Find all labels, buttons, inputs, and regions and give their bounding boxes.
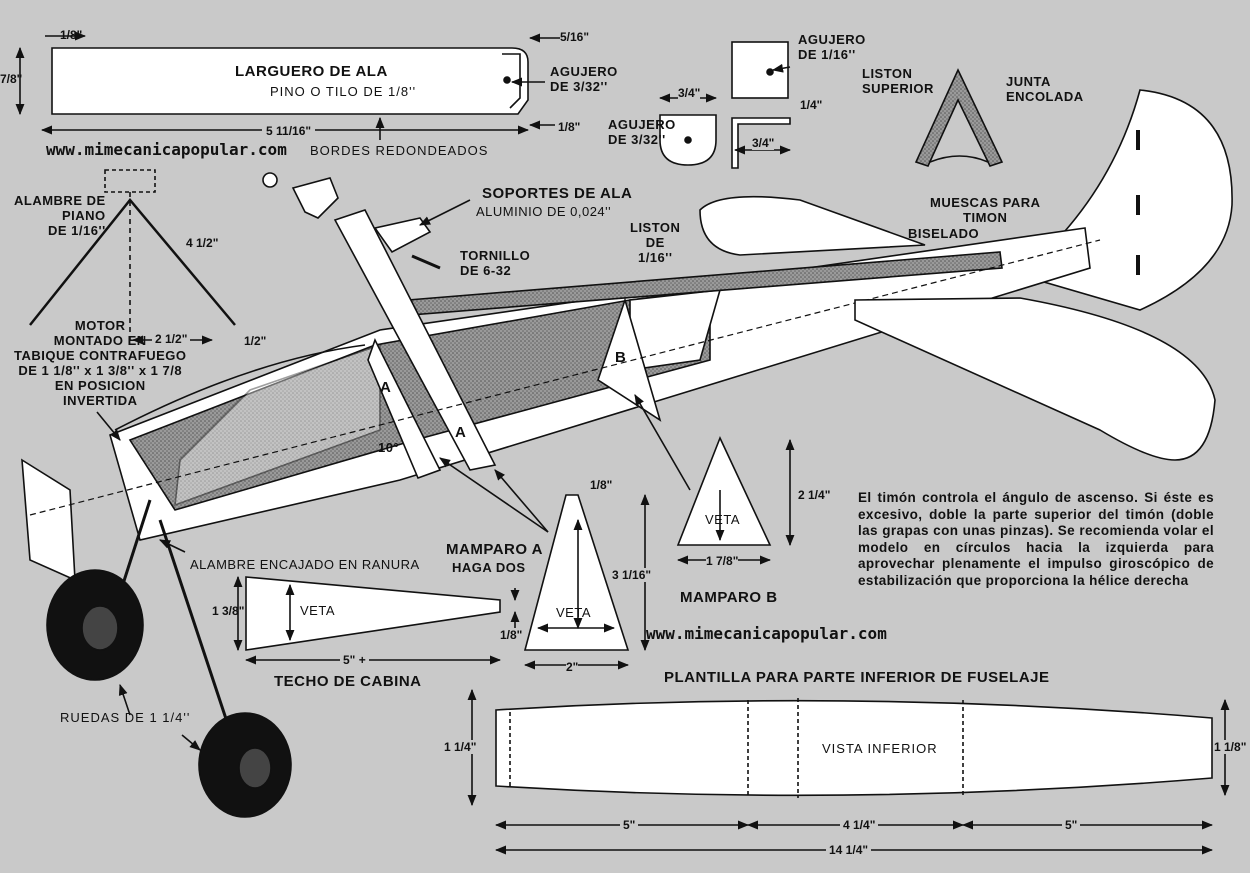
- wing-spar-part: [15, 31, 560, 140]
- wheels-label: RUEDAS DE 1 1/4'': [60, 710, 191, 725]
- spar-dim-top-left: 1/8": [60, 28, 83, 42]
- spar-dim-length: 5 11/16": [262, 124, 316, 138]
- roof-dim-height: 1 3/8": [212, 604, 245, 618]
- liston-label: LISTON DE 1/16'': [630, 220, 681, 265]
- bracket-dim-b: 3/4": [752, 136, 775, 150]
- template-seg1: 5": [620, 818, 639, 832]
- wire-dim-end: 1/2": [244, 334, 267, 348]
- bulkhead-a-note: HAGA DOS: [452, 560, 526, 575]
- flight-note: El timón controla el ángulo de ascenso. …: [858, 490, 1214, 588]
- bulkhead-a-grain: VETA: [556, 605, 591, 620]
- bulkhead-mark-a1: A: [380, 379, 392, 396]
- template-view: VISTA INFERIOR: [822, 741, 938, 756]
- screw-label: TORNILLO DE 6-32: [460, 248, 531, 278]
- bulkhead-a-dim-height: 3 1/16": [612, 568, 652, 582]
- watermark-top: www.mimecanicapopular.com: [46, 140, 287, 159]
- template-total: 14 1/4": [826, 843, 872, 857]
- notches-label: MUESCAS PARA TIMON: [930, 195, 1041, 225]
- template-dim-right: 1 1/8": [1214, 740, 1247, 754]
- wing-supports: [262, 172, 471, 270]
- bracket-hole-a-label: AGUJERO DE 1/16'': [798, 32, 866, 62]
- cabin-roof: [233, 575, 520, 665]
- bulkhead-b: [676, 435, 795, 565]
- wire-slot-label: ALAMBRE ENCAJADO EN RANURA: [190, 557, 420, 572]
- spar-dim-bottom-right: 1/8": [558, 120, 581, 134]
- bracket-dim-a: 3/4": [678, 86, 701, 100]
- fuselage: [21, 209, 1101, 582]
- joint-strip-label: LISTON SUPERIOR: [862, 66, 934, 96]
- leader-arrows: [96, 394, 691, 553]
- template-dim-left: 1 1/4": [444, 740, 477, 754]
- wire-title: ALAMBRE DE PIANO DE 1/16'': [14, 193, 106, 238]
- supports-material: ALUMINIO DE 0,024'': [476, 204, 612, 219]
- template-seg3: 5": [1062, 818, 1081, 832]
- bulkhead-b-dim-base: 1 7/8": [706, 554, 739, 568]
- bracket-parts: [658, 41, 792, 169]
- bulkhead-b-dim-height: 2 1/4": [798, 488, 831, 502]
- roof-dim-length: 5" +: [340, 653, 369, 667]
- bulkhead-b-title: MAMPARO B: [680, 589, 778, 606]
- landing-gear: [46, 499, 292, 818]
- spar-dim-top-right: 5/16": [560, 30, 590, 44]
- spar-dim-height: 7/8": [0, 72, 23, 86]
- main-wing: [699, 195, 1216, 461]
- roof-title: TECHO DE CABINA: [274, 673, 422, 690]
- watermark-bottom: www.mimecanicapopular.com: [646, 624, 887, 643]
- bracket-hole-b-label: AGUJERO DE 3/32'': [608, 117, 676, 147]
- bulkhead-a-dim-top: 1/8": [590, 478, 613, 492]
- bulkhead-a-dim-base: 2": [566, 660, 579, 674]
- bulkhead-b-grain: VETA: [705, 512, 740, 527]
- wire-dim-leg: 4 1/2": [186, 236, 219, 250]
- roof-dim-tip: 1/8": [500, 628, 523, 642]
- template-seg2: 4 1/4": [840, 818, 879, 832]
- wire-dim-base: 2 1/2": [152, 332, 191, 346]
- motor-label: MOTOR MONTADO EN TABIQUE CONTRAFUEGO DE …: [14, 318, 187, 408]
- spar-edges-label: BORDES REDONDEADOS: [310, 143, 489, 158]
- roof-grain: VETA: [300, 603, 335, 618]
- joint-glue-label: JUNTA ENCOLADA: [1006, 74, 1084, 104]
- spar-hole-label: AGUJERO DE 3/32'': [550, 64, 618, 94]
- top-strip-joint: [914, 68, 1004, 167]
- bracket-dim-c: 1/4": [800, 98, 823, 112]
- spar-title: LARGUERO DE ALA: [235, 63, 388, 80]
- bulkhead-mark-b: B: [615, 349, 627, 366]
- bulkhead-a-title: MAMPARO A: [446, 541, 543, 558]
- template-title: PLANTILLA PARA PARTE INFERIOR DE FUSELAJ…: [664, 669, 1050, 686]
- bevel-label: BISELADO: [908, 226, 980, 241]
- spar-material: PINO O TILO DE 1/8'': [270, 84, 417, 99]
- bulkhead-mark-a2: A: [455, 424, 467, 441]
- supports-title: SOPORTES DE ALA: [482, 185, 633, 202]
- angle-label: 10°: [378, 440, 400, 455]
